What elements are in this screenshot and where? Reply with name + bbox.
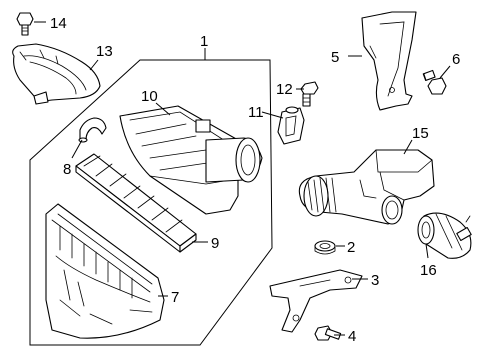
callout-9: 9 xyxy=(211,235,219,252)
callout-15: 15 xyxy=(412,125,429,142)
part-5-bracket xyxy=(361,11,417,111)
callout-7: 7 xyxy=(171,289,179,306)
callout-11: 11 xyxy=(248,104,264,121)
part-11-sensor xyxy=(277,106,305,145)
part-10-cover xyxy=(119,105,263,215)
callout-8: 8 xyxy=(63,161,71,178)
callout-6: 6 xyxy=(452,51,460,68)
part-7-lower-housing xyxy=(45,203,165,339)
part-3-bracket xyxy=(269,269,363,333)
part-8-hose xyxy=(78,117,107,143)
callout-10: 10 xyxy=(141,88,158,105)
callout-14: 14 xyxy=(50,15,67,32)
part-13-inlet-duct xyxy=(12,43,101,105)
part-9-filter xyxy=(75,153,197,253)
callout-5: 5 xyxy=(331,49,339,66)
callout-12: 12 xyxy=(276,81,293,98)
callout-2: 2 xyxy=(347,239,355,256)
part-14-bolt xyxy=(16,12,34,36)
callout-16: 16 xyxy=(420,262,437,279)
callout-4: 4 xyxy=(348,328,356,345)
part-12-bolt xyxy=(300,81,319,107)
leader-lines xyxy=(34,21,451,336)
callout-3: 3 xyxy=(371,272,379,289)
assembly-boundary xyxy=(29,59,273,346)
part-4-bolt xyxy=(314,325,342,341)
part-6-bolt xyxy=(422,69,447,95)
callout-1: 1 xyxy=(200,33,208,50)
part-2-grommet xyxy=(314,240,336,255)
part-15-intake-tube xyxy=(298,149,435,225)
part-16-coupler xyxy=(417,212,472,259)
callout-13: 13 xyxy=(96,43,113,60)
